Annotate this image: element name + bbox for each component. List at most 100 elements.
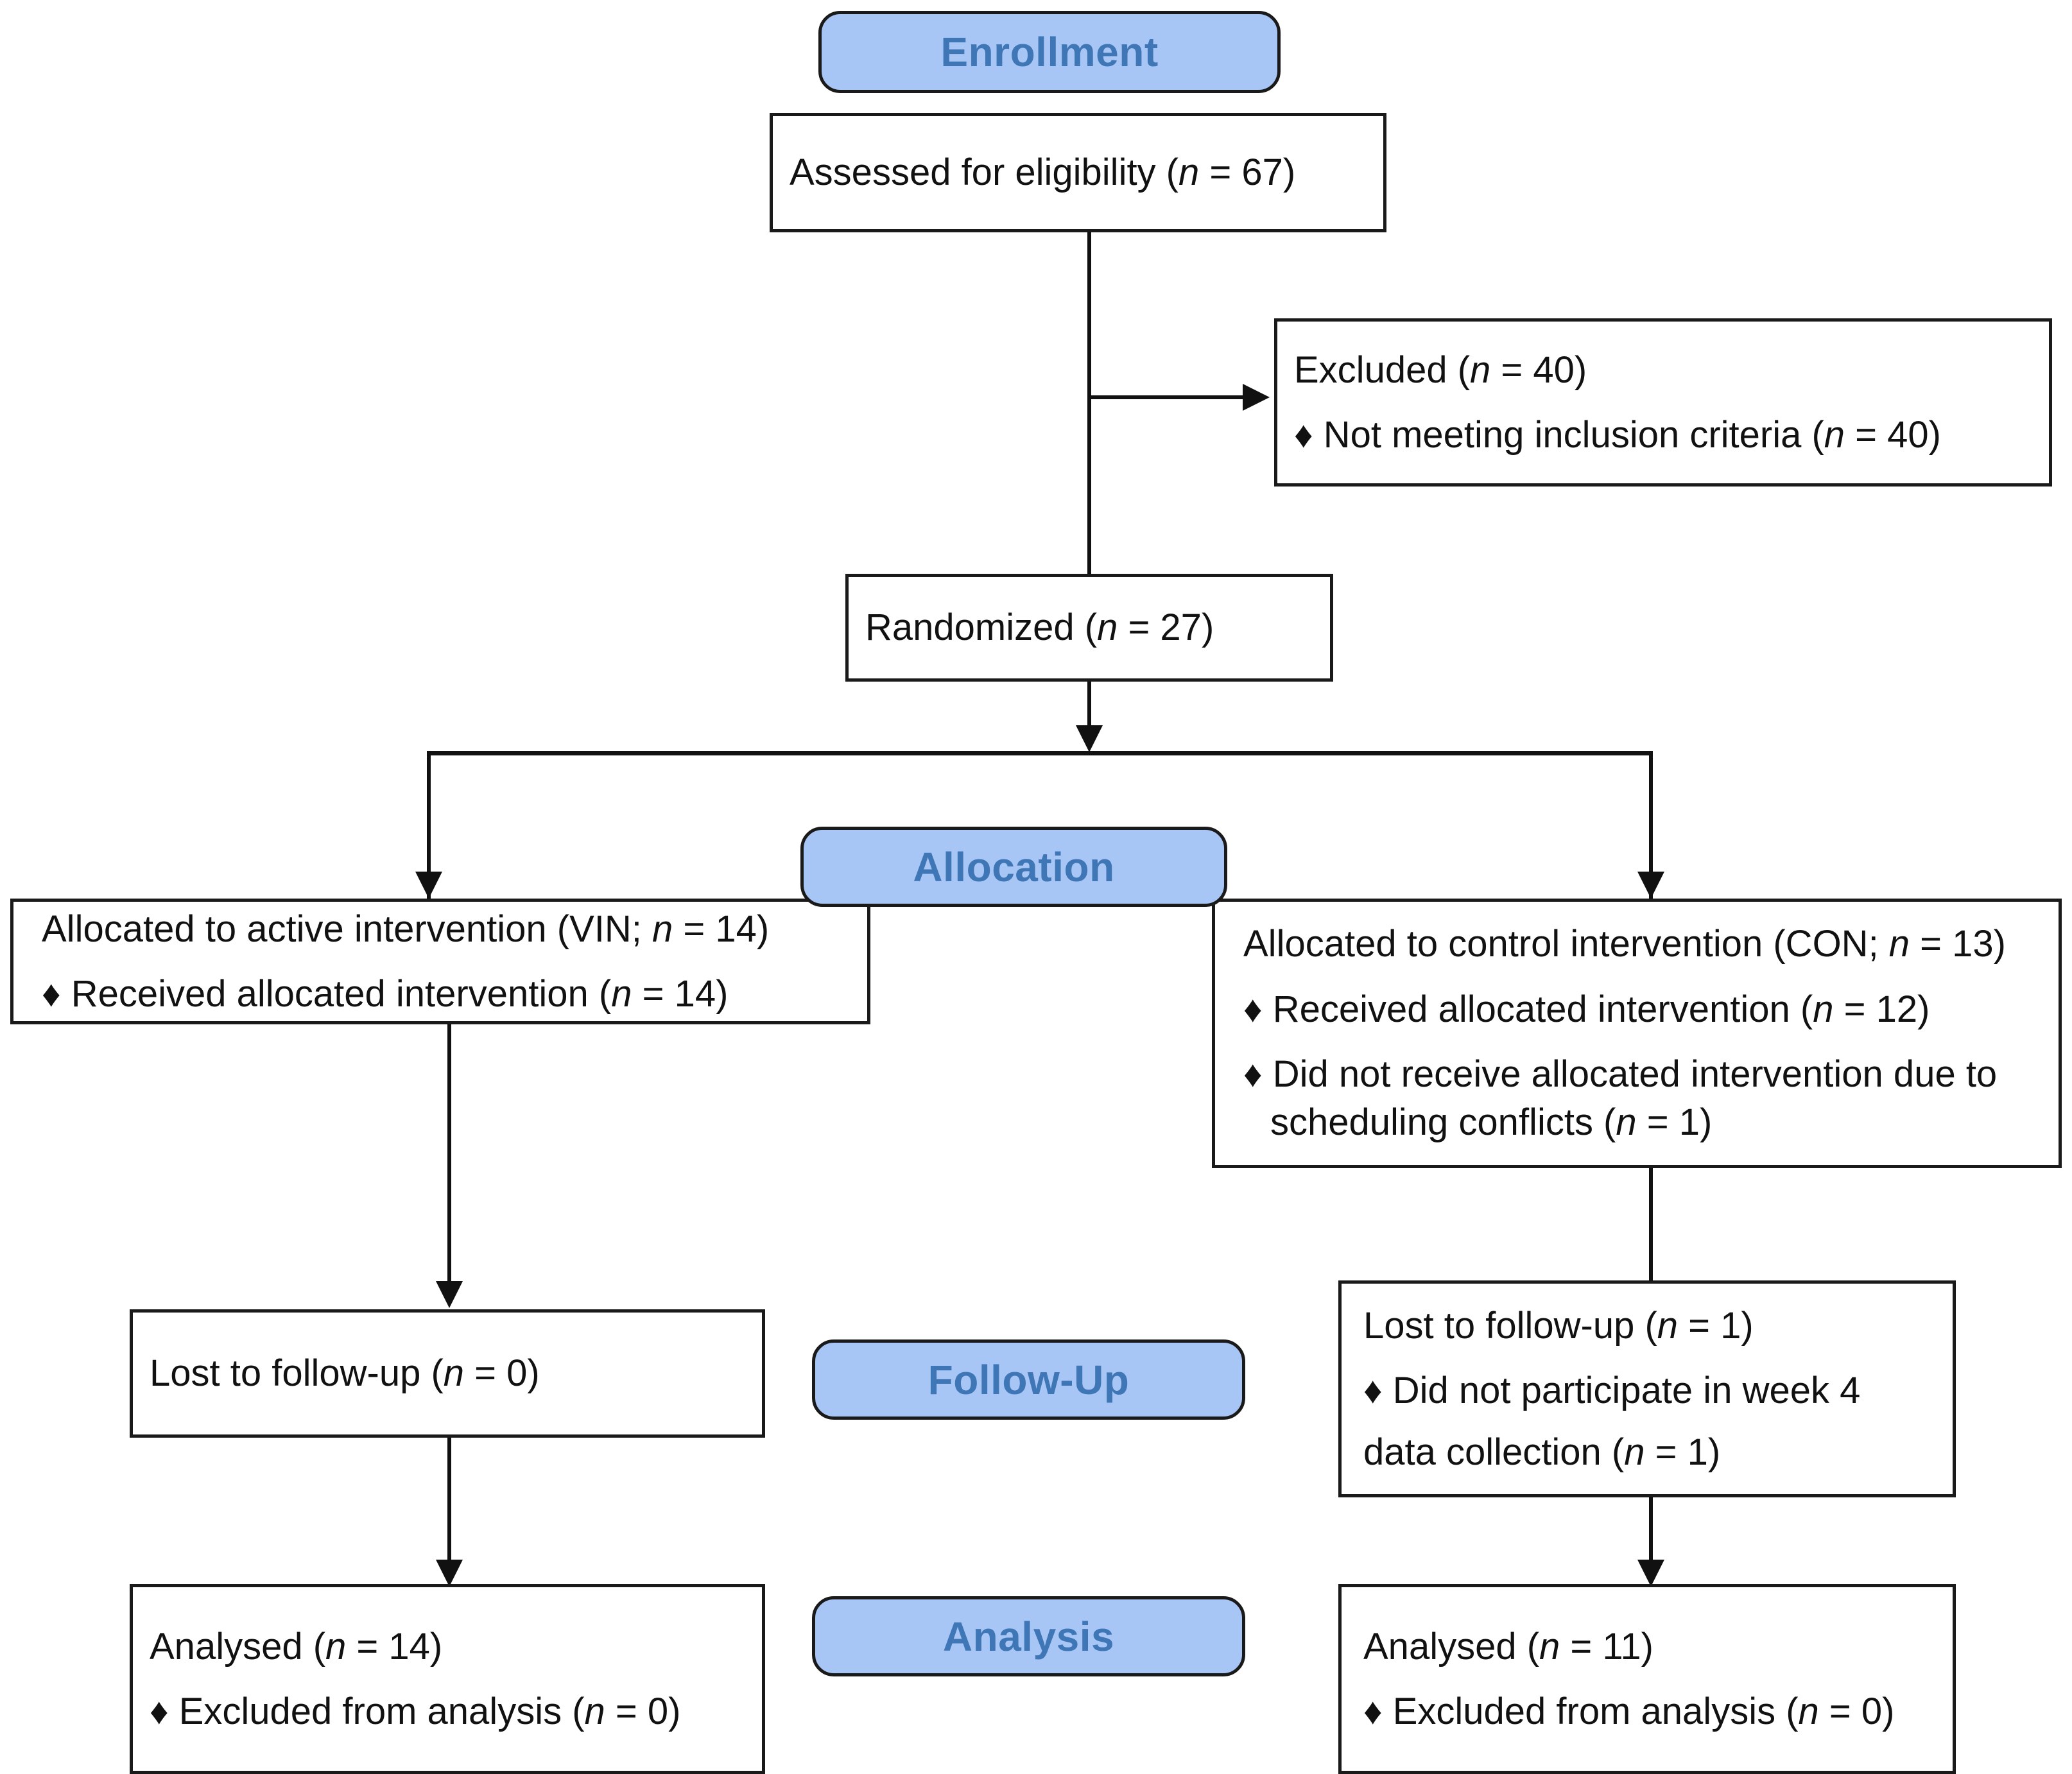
alloc-left-bullet-1-n: n [611, 973, 632, 1015]
randomized-text-pre: Randomized ( [865, 607, 1098, 649]
connector-to-excluded [1087, 395, 1243, 399]
followup-right-title-post: = 1) [1678, 1304, 1754, 1347]
analysis-left-bullet-1-n: n [584, 1691, 605, 1732]
arrowhead-split-right [1637, 872, 1664, 899]
alloc-left-title-n: n [652, 908, 673, 950]
arrowhead-allocleft-to-followup [436, 1281, 463, 1308]
arrowhead-followupleft-to-analysis [436, 1560, 463, 1587]
node-assessed-for-eligibility: Assessed for eligibility (n = 67) [770, 113, 1386, 232]
followup-right-bullet-1-cont: data collection (n = 1) [1363, 1428, 1936, 1476]
alloc-right-bullet-2-post: = 1) [1636, 1101, 1713, 1144]
followup-right-bullet-1-cont-pre: data collection ( [1363, 1431, 1625, 1473]
assessed-text: Assessed for eligibility (n = 67) [790, 148, 1367, 196]
followup-left-title-pre: Lost to follow-up ( [150, 1352, 444, 1395]
alloc-left-title-post: = 14) [673, 908, 770, 950]
connector-assessed-down [1087, 232, 1091, 574]
alloc-right-bullet-2: ♦ Did not receive allocated intervention… [1243, 1050, 2050, 1147]
excluded-bullet-1-post: = 40) [1845, 414, 1941, 456]
alloc-right-bullet-2-n: n [1616, 1101, 1637, 1144]
followup-right-bullet-1-n: n [1624, 1431, 1645, 1473]
alloc-right-bullet-1-pre: ♦ Received allocated intervention ( [1243, 988, 1813, 1030]
analysis-right-bullet-1: ♦ Excluded from analysis (n = 0) [1363, 1687, 1936, 1735]
excluded-bullet-1-n: n [1824, 414, 1845, 456]
followup-left-title: Lost to follow-up (n = 0) [150, 1349, 745, 1397]
excluded-title-post: = 40) [1490, 349, 1587, 391]
excluded-bullet-1: ♦ Not meeting inclusion criteria (n = 40… [1294, 411, 2032, 459]
analysis-left-bullet-1-post: = 0) [605, 1691, 681, 1732]
connector-followupleft-to-analysis [447, 1438, 451, 1560]
stage-pill-enrollment-label: Enrollment [940, 29, 1159, 75]
followup-right-title-n: n [1657, 1304, 1679, 1347]
connector-followupright-to-analysis [1649, 1497, 1653, 1560]
stage-pill-followup-label: Follow-Up [928, 1356, 1130, 1403]
stage-pill-analysis: Analysis [812, 1596, 1245, 1676]
alloc-left-title-pre: Allocated to active intervention (VIN; [42, 908, 653, 950]
alloc-right-title-post: = 13) [1910, 923, 2006, 965]
analysis-right-title-n: n [1539, 1625, 1560, 1667]
node-analysed-left: Analysed (n = 14) ♦ Excluded from analys… [130, 1584, 765, 1774]
node-randomized: Randomized (n = 27) [845, 574, 1333, 682]
followup-left-title-n: n [443, 1352, 465, 1395]
node-followup-left: Lost to follow-up (n = 0) [130, 1309, 765, 1438]
node-allocated-control-con: Allocated to control intervention (CON; … [1212, 899, 2062, 1168]
randomized-n: n [1097, 607, 1118, 649]
node-excluded: Excluded (n = 40) ♦ Not meeting inclusio… [1274, 318, 2052, 487]
arrowhead-followupright-to-analysis [1637, 1560, 1664, 1587]
assessed-text-post: = 67) [1199, 151, 1296, 194]
alloc-right-bullet-1: ♦ Received allocated intervention (n = 1… [1243, 985, 2050, 1033]
connector-allocleft-to-followup [447, 1024, 451, 1281]
analysis-left-title: Analysed (n = 14) [150, 1623, 745, 1671]
analysis-left-title-n: n [325, 1625, 347, 1667]
alloc-right-title-pre: Allocated to control intervention (CON; [1243, 923, 1889, 965]
alloc-left-bullet-1: ♦ Received allocated intervention (n = 1… [42, 970, 850, 1018]
analysis-right-bullet-1-pre: ♦ Excluded from analysis ( [1363, 1691, 1799, 1732]
alloc-left-title: Allocated to active intervention (VIN; n… [42, 905, 850, 953]
analysis-right-title-pre: Analysed ( [1363, 1625, 1540, 1667]
stage-pill-allocation-label: Allocation [913, 843, 1115, 890]
analysis-left-title-post: = 14) [346, 1625, 443, 1667]
stage-pill-enrollment: Enrollment [818, 11, 1281, 93]
randomized-text: Randomized (n = 27) [865, 603, 1313, 651]
followup-left-title-post: = 0) [464, 1352, 540, 1395]
arrowhead-randomized-down [1076, 725, 1103, 752]
excluded-title-pre: Excluded ( [1294, 349, 1471, 391]
followup-right-bullet-1-pre: ♦ Did not participate in week 4 [1363, 1370, 1861, 1412]
excluded-bullet-1-pre: ♦ Not meeting inclusion criteria ( [1294, 414, 1824, 456]
stage-pill-followup: Follow-Up [812, 1339, 1245, 1420]
analysis-right-title-post: = 11) [1560, 1625, 1653, 1667]
connector-split-left-down [427, 751, 431, 904]
followup-right-bullet-1-post: = 1) [1645, 1431, 1721, 1473]
followup-right-title: Lost to follow-up (n = 1) [1363, 1302, 1936, 1350]
followup-right-bullet-1: ♦ Did not participate in week 4 [1363, 1366, 1936, 1415]
analysis-left-bullet-1-pre: ♦ Excluded from analysis ( [150, 1691, 585, 1732]
analysis-left-title-pre: Analysed ( [150, 1625, 326, 1667]
stage-pill-analysis-label: Analysis [942, 1613, 1115, 1660]
alloc-left-bullet-1-post: = 14) [632, 973, 729, 1015]
alloc-left-bullet-1-pre: ♦ Received allocated intervention ( [42, 973, 612, 1015]
followup-right-title-pre: Lost to follow-up ( [1363, 1304, 1657, 1347]
node-analysed-right: Analysed (n = 11) ♦ Excluded from analys… [1338, 1584, 1956, 1774]
stage-pill-allocation: Allocation [800, 827, 1227, 907]
analysis-right-title: Analysed (n = 11) [1363, 1623, 1936, 1671]
excluded-title: Excluded (n = 40) [1294, 346, 2032, 394]
alloc-right-bullet-1-n: n [1813, 988, 1834, 1030]
connector-randomized-down [1087, 682, 1091, 732]
node-followup-right: Lost to follow-up (n = 1) ♦ Did not part… [1338, 1280, 1956, 1497]
analysis-left-bullet-1: ♦ Excluded from analysis (n = 0) [150, 1687, 745, 1735]
randomized-text-post: = 27) [1118, 607, 1214, 649]
node-allocated-active-vin: Allocated to active intervention (VIN; n… [10, 899, 870, 1024]
alloc-right-title-n: n [1888, 923, 1910, 965]
connector-allocright-to-followup [1649, 1168, 1653, 1281]
assessed-n: n [1178, 151, 1200, 194]
analysis-right-bullet-1-n: n [1798, 1691, 1819, 1732]
alloc-right-title: Allocated to control intervention (CON; … [1243, 920, 2050, 968]
alloc-right-bullet-1-post: = 12) [1833, 988, 1930, 1030]
assessed-text-pre: Assessed for eligibility ( [790, 151, 1178, 194]
alloc-right-bullet-2-pre: ♦ Did not receive allocated intervention… [1243, 1053, 1998, 1144]
excluded-title-n: n [1470, 349, 1491, 391]
arrowhead-to-excluded [1243, 384, 1270, 411]
split-bar-allocation [427, 751, 1653, 755]
analysis-right-bullet-1-post: = 0) [1818, 1691, 1895, 1732]
connector-split-right-down [1649, 751, 1653, 904]
